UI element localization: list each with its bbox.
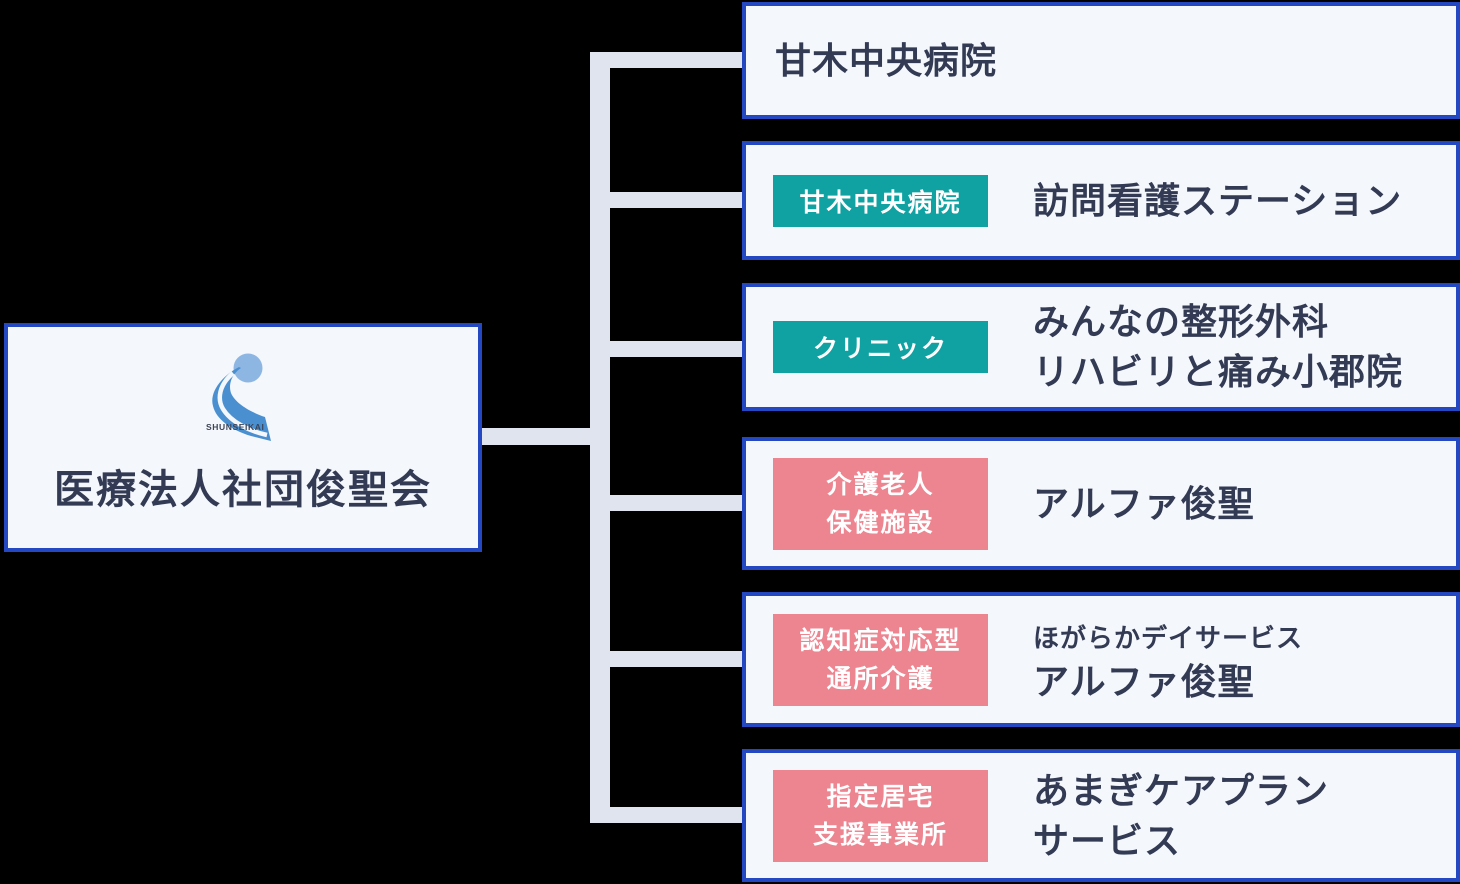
category-badge: 甘木中央病院	[773, 174, 988, 227]
category-badge: 指定居宅 支援事業所	[773, 769, 988, 862]
badge-label-line-1: 介護老人	[826, 470, 935, 499]
child-node-care-facility: 介護老人 保健施設 アルファ俊聖	[742, 437, 1460, 570]
connector-trunk-line	[590, 52, 610, 823]
connector-branch-6	[600, 807, 742, 823]
badge-label-line-1: 認知症対応型	[799, 626, 962, 655]
child-node-hospital: 甘木中央病院	[742, 2, 1460, 119]
connector-branch-4	[600, 495, 742, 511]
node-title-line-2: リハビリと痛み小郡院	[1033, 351, 1404, 392]
connector-branch-1	[600, 52, 742, 68]
child-node-day-service: 認知症対応型 通所介護 ほがらかデイサービス アルファ俊聖	[742, 592, 1460, 727]
child-node-nurse-station: 甘木中央病院 訪問看護ステーション	[742, 141, 1460, 260]
badge-label-line-2: 支援事業所	[812, 820, 948, 849]
badge-label-line-2: 保健施設	[826, 508, 935, 537]
badge-label-line-2: 通所介護	[826, 664, 935, 693]
badge-label-line-1: 指定居宅	[826, 782, 935, 811]
node-title: 甘木中央病院	[775, 39, 998, 81]
badge-label: クリニック	[812, 335, 948, 363]
node-title: アルファ俊聖	[1033, 482, 1255, 524]
node-subtitle: ほがらかデイサービス	[1033, 622, 1304, 653]
node-title: 訪問看護ステーション	[1033, 179, 1403, 221]
node-title-line-1: みんなの整形外科	[1033, 301, 1330, 342]
shunseikai-logo: SHUNSEIKAI	[205, 353, 281, 441]
parent-node-shunseikai: SHUNSEIKAI 医療法人社団俊聖会	[4, 323, 482, 552]
node-title-line-2: サービス	[1033, 819, 1182, 861]
connector-branch-3	[600, 341, 742, 357]
child-node-clinic: クリニック みんなの整形外科 リハビリと痛み小郡院	[742, 283, 1460, 411]
logo-caption: SHUNSEIKAI	[206, 422, 265, 432]
badge-label: 甘木中央病院	[799, 188, 962, 217]
connector-branch-5	[600, 651, 742, 667]
shunseikai-swoosh-icon	[212, 353, 271, 441]
connector-branch-2	[600, 192, 742, 208]
connector-parent-line	[478, 428, 608, 445]
category-badge: 認知症対応型 通所介護	[773, 613, 988, 706]
node-title-line-1: あまぎケアプラン	[1033, 769, 1330, 811]
node-title: アルファ俊聖	[1033, 660, 1255, 702]
child-node-care-plan: 指定居宅 支援事業所 あまぎケアプラン サービス	[742, 749, 1460, 882]
parent-name: 医療法人社団俊聖会	[54, 468, 432, 512]
category-badge: クリニック	[773, 321, 988, 373]
category-badge: 介護老人 保健施設	[773, 457, 988, 550]
